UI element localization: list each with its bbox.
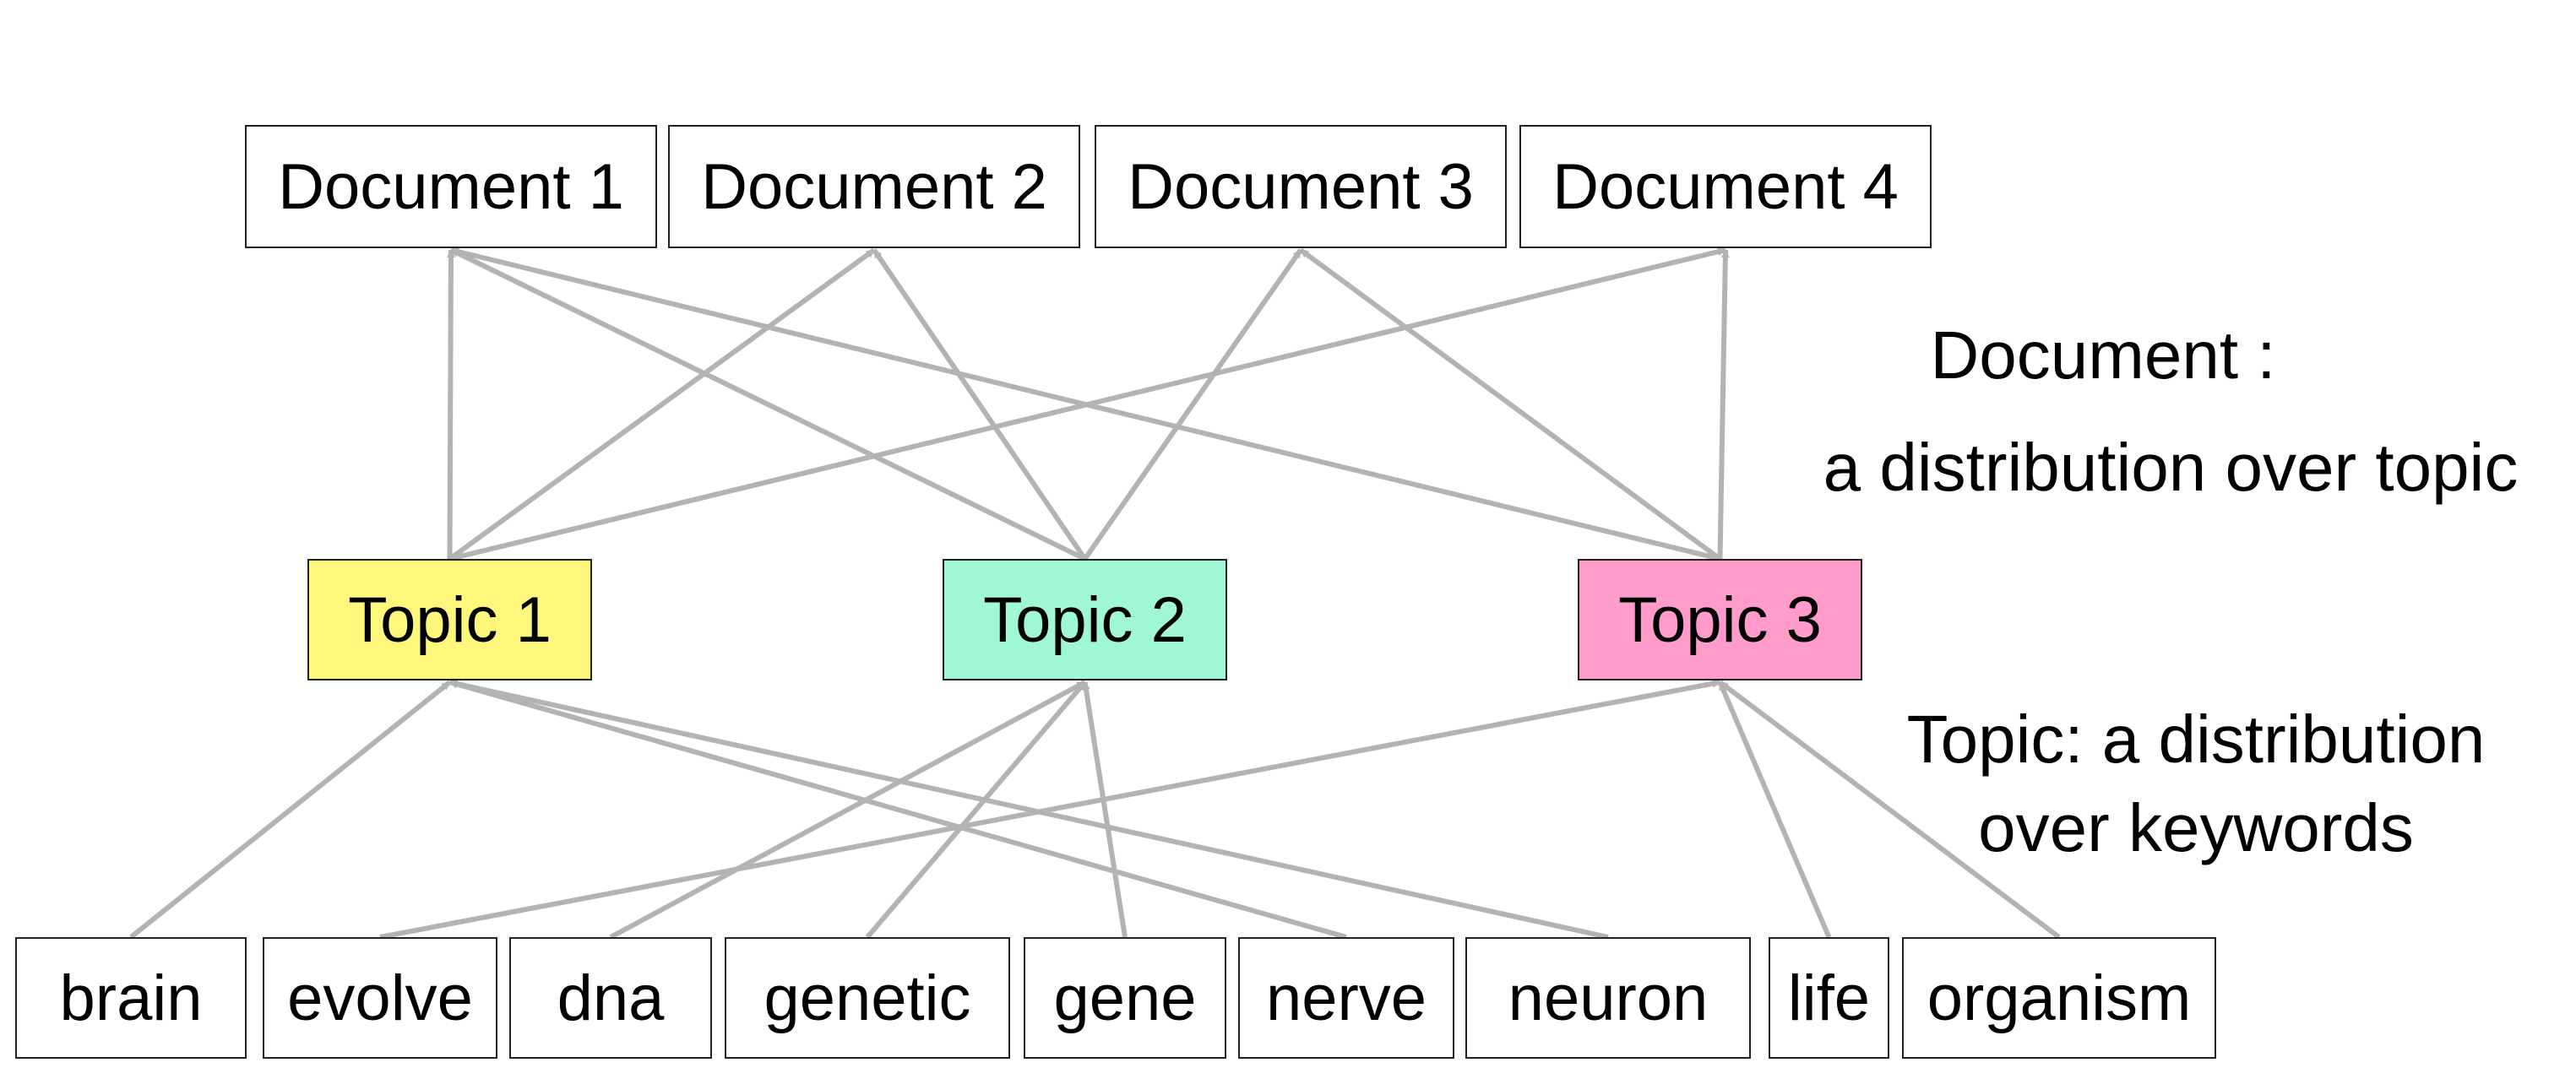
edge-brain-to-topic-1 [129,680,452,940]
edge-topic-1-to-document-1 [446,249,455,560]
edge-genetic-to-topic-2 [865,680,1087,939]
keyword-nerve-box: nerve [1238,937,1454,1059]
topic-2-box: Topic 2 [943,559,1227,680]
edge-evolve-to-topic-3 [379,679,1721,940]
document-caption-line1: Document : [1930,317,2276,393]
edge-neuron-to-topic-1 [448,680,1609,940]
edge-life-to-topic-3 [1717,680,1832,939]
keyword-neuron-box: neuron [1465,937,1751,1059]
document-3-box: Document 3 [1095,125,1507,248]
topic-1-box: Topic 1 [307,559,592,680]
keyword-evolve-box: evolve [263,937,497,1059]
edge-topic-3-to-document-3 [1299,247,1722,561]
topic-caption-line1: Topic: a distribution [1906,702,2486,777]
edge-topic-2-to-document-2 [872,248,1087,561]
document-caption-line2: a distribution over topic [1823,430,2519,505]
edge-topic-3-to-document-1 [450,247,1721,561]
keyword-life-box: life [1769,937,1889,1059]
edge-topic-1-to-document-2 [448,247,876,561]
edge-organism-to-topic-3 [1718,680,2061,940]
keyword-dna-box: dna [509,937,712,1059]
keyword-organism-box: organism [1902,937,2216,1059]
document-2-box: Document 2 [668,125,1080,248]
keyword-brain-box: brain [15,937,247,1059]
edge-topic-3-to-document-4 [1717,249,1730,560]
document-4-box: Document 4 [1519,125,1932,248]
keyword-gene-box: gene [1024,937,1226,1059]
document-1-box: Document 1 [245,125,657,248]
edge-gene-to-topic-2 [1081,681,1128,938]
edge-topic-2-to-document-3 [1083,248,1303,561]
keyword-genetic-box: genetic [725,937,1010,1059]
edge-dna-to-topic-2 [609,680,1086,940]
topic-3-box: Topic 3 [1578,559,1862,680]
topic-caption-line2: over keywords [1978,790,2414,865]
edge-nerve-to-topic-1 [448,680,1347,940]
edge-topic-2-to-document-1 [449,247,1086,561]
